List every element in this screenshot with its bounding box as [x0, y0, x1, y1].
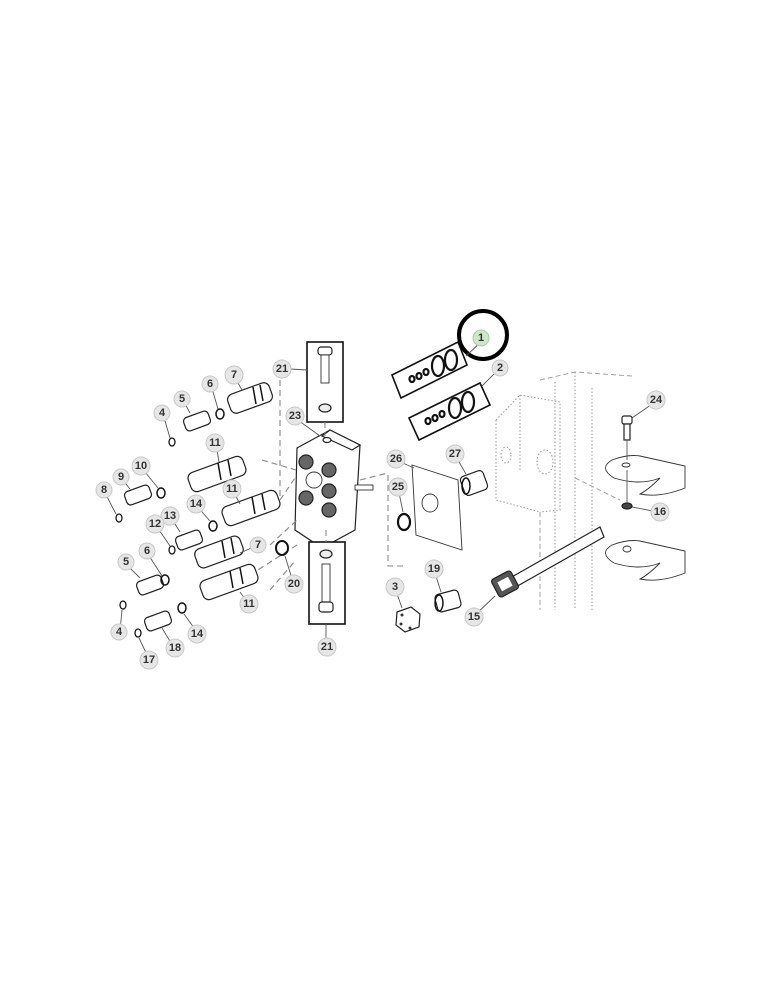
callout-8[interactable]: 8: [95, 481, 113, 499]
part-18-fitting: [143, 610, 173, 632]
callout-1[interactable]: 1: [472, 329, 490, 347]
callout-11-c[interactable]: 11: [239, 594, 259, 614]
part-11-cartridge-c: [199, 563, 259, 601]
svg-text:9: 9: [118, 471, 124, 483]
part-26-plate: [411, 464, 463, 551]
bracket-lower: [605, 540, 686, 581]
svg-text:16: 16: [654, 506, 666, 518]
callout-2[interactable]: 2: [491, 359, 509, 377]
bracket-upper: [605, 455, 686, 496]
part-16-washer: [621, 502, 633, 510]
callout-6-upper[interactable]: 6: [201, 375, 219, 393]
callout-26[interactable]: 26: [386, 449, 406, 469]
svg-text:3: 3: [392, 581, 398, 593]
callout-10[interactable]: 10: [131, 456, 151, 476]
callout-11-a[interactable]: 11: [205, 433, 225, 453]
svg-text:21: 21: [321, 641, 333, 653]
svg-text:25: 25: [392, 481, 404, 493]
callout-12[interactable]: 12: [145, 514, 165, 534]
svg-text:5: 5: [179, 393, 185, 405]
callout-16[interactable]: 16: [650, 502, 670, 522]
svg-text:20: 20: [288, 578, 300, 590]
callout-20[interactable]: 20: [284, 574, 304, 594]
part-3-nut: [395, 606, 421, 633]
svg-text:10: 10: [135, 460, 147, 472]
callout-15[interactable]: 15: [464, 607, 484, 627]
svg-text:7: 7: [255, 539, 261, 551]
o-rings: [115, 408, 289, 638]
svg-text:19: 19: [428, 563, 440, 575]
callout-17[interactable]: 17: [139, 650, 159, 670]
callout-14-b[interactable]: 14: [187, 624, 207, 644]
svg-text:12: 12: [149, 518, 161, 530]
svg-text:4: 4: [159, 407, 166, 419]
svg-text:14: 14: [190, 498, 203, 510]
part-27-bushing: [459, 470, 489, 496]
svg-text:7: 7: [231, 369, 237, 381]
svg-text:14: 14: [191, 628, 204, 640]
part-5-fitting-upper: [182, 410, 212, 432]
callout-21-lower[interactable]: 21: [317, 637, 337, 657]
svg-text:11: 11: [226, 483, 238, 495]
svg-text:1: 1: [478, 332, 484, 344]
part-15-strap: [491, 526, 605, 598]
svg-text:11: 11: [243, 598, 255, 610]
seal-kit-2: [407, 381, 492, 442]
callout-14-a[interactable]: 14: [186, 494, 206, 514]
svg-text:18: 18: [169, 642, 181, 654]
callout-5-lower[interactable]: 5: [117, 553, 135, 571]
callout-23[interactable]: 23: [285, 406, 305, 426]
part-19-bushing: [434, 589, 462, 613]
callout-4-lower[interactable]: 4: [110, 623, 128, 641]
callout-19[interactable]: 19: [424, 559, 444, 579]
callout-24[interactable]: 24: [646, 390, 666, 410]
part-13-fitting: [174, 529, 204, 551]
part-11-cartridge-a: [187, 455, 247, 493]
part-23-manifold: [294, 429, 374, 549]
svg-text:27: 27: [449, 448, 461, 460]
seal-kit-1: [390, 340, 469, 400]
part-11-cartridge-b: [221, 489, 281, 527]
callout-3[interactable]: 3: [385, 577, 405, 597]
part-7-cartridge-lower: [194, 535, 244, 569]
svg-text:6: 6: [144, 545, 150, 557]
highlight-ring: [457, 309, 509, 361]
frame-structure: [495, 371, 633, 610]
callout-21-upper[interactable]: 21: [272, 359, 292, 379]
svg-text:11: 11: [209, 437, 221, 449]
callout-11-b[interactable]: 11: [222, 479, 242, 499]
svg-text:26: 26: [390, 453, 402, 465]
svg-text:8: 8: [101, 484, 107, 496]
part-21-upper: [306, 341, 344, 423]
svg-text:4: 4: [116, 626, 123, 638]
callout-7-upper[interactable]: 7: [224, 365, 244, 385]
part-21-lower: [308, 541, 346, 625]
callout-5-upper[interactable]: 5: [173, 390, 191, 408]
svg-text:15: 15: [468, 611, 480, 623]
callout-13[interactable]: 13: [160, 506, 180, 526]
callout-6-lower[interactable]: 6: [138, 542, 156, 560]
callout-18[interactable]: 18: [165, 638, 185, 658]
callout-7-lower[interactable]: 7: [249, 536, 267, 554]
svg-text:6: 6: [207, 378, 213, 390]
part-5-fitting-lower: [135, 574, 165, 596]
part-9-fitting: [123, 484, 153, 506]
svg-text:17: 17: [143, 654, 155, 666]
svg-text:24: 24: [650, 394, 663, 406]
part-24-bolt: [621, 415, 633, 460]
svg-text:23: 23: [289, 410, 301, 422]
callout-25[interactable]: 25: [388, 477, 408, 497]
callout-4-upper[interactable]: 4: [153, 404, 171, 422]
callout-9[interactable]: 9: [112, 468, 130, 486]
svg-text:5: 5: [123, 556, 129, 568]
callout-27[interactable]: 27: [445, 444, 465, 464]
svg-text:13: 13: [164, 510, 176, 522]
svg-text:21: 21: [276, 363, 288, 375]
svg-text:2: 2: [497, 362, 503, 374]
part-25-oring: [396, 512, 412, 532]
part-7-cartridge-upper: [226, 382, 274, 414]
